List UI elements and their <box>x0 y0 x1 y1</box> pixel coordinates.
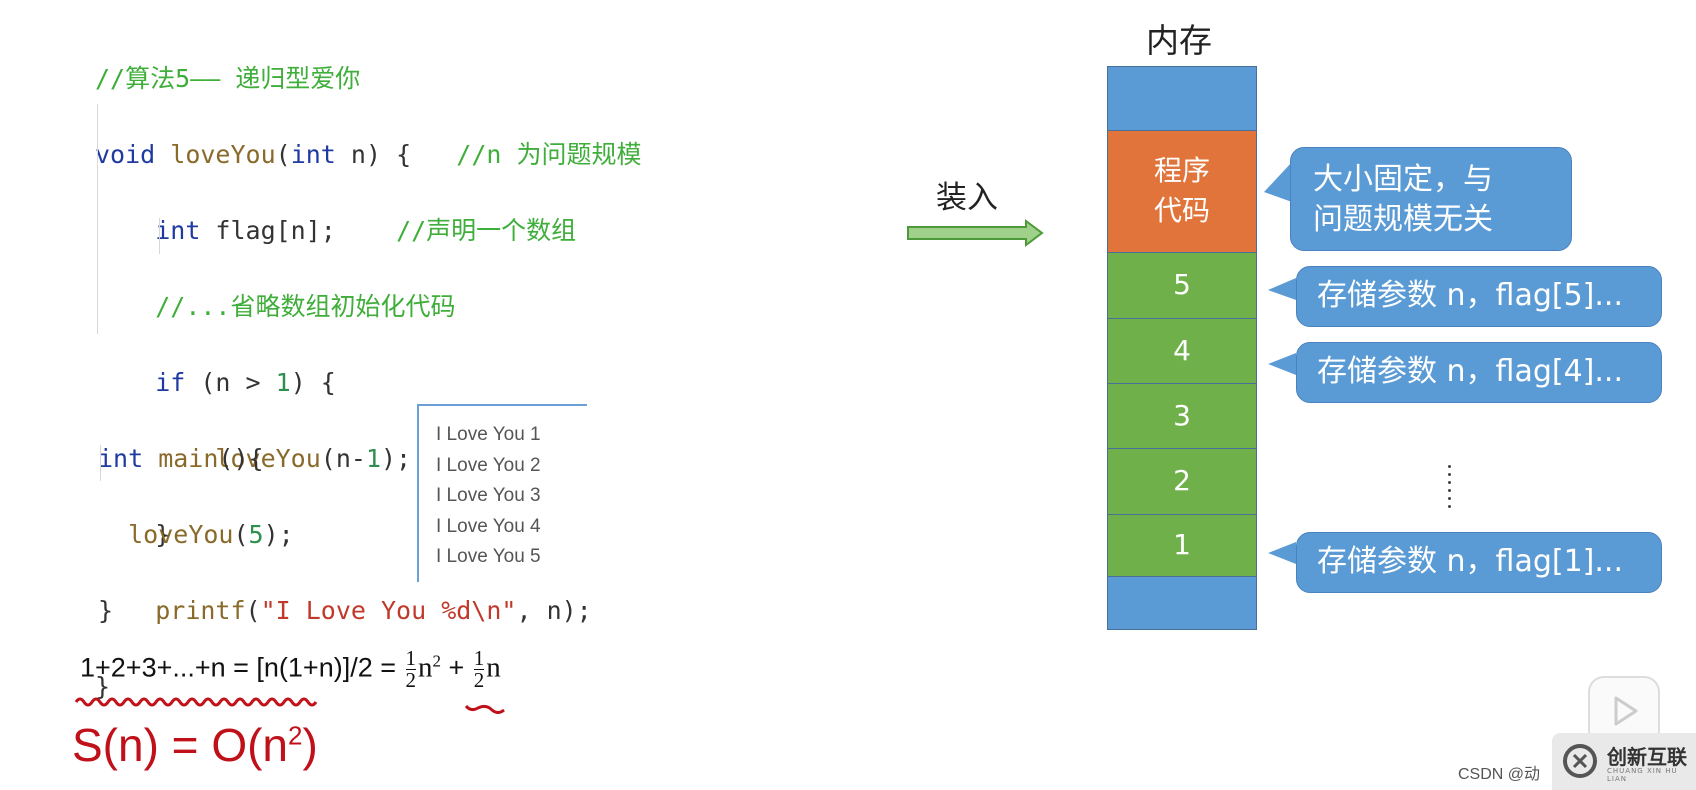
code-line-4: if (n > 1) { <box>155 368 336 397</box>
main-line-1: int main(){ <box>98 444 264 473</box>
sum-text: 1+2+3+...+n = [n(1+n)]/2 = <box>80 652 404 683</box>
callout-fixed-size: 大小固定，与 问题规模无关 <box>1290 147 1572 251</box>
space-complexity: S(n) = O(n2) <box>72 719 318 771</box>
play-icon <box>1614 696 1638 726</box>
code-line-6: } <box>155 520 171 549</box>
stack-frame-1: 1 <box>1107 515 1257 577</box>
memory-title: 内存 <box>1146 21 1212 60</box>
main-indent-guide <box>100 445 101 481</box>
callout-tails <box>1264 162 1296 564</box>
stack-frame-2: 2 <box>1107 449 1257 515</box>
code-line-3: //...省略数组初始化代码 <box>155 292 456 321</box>
brand-logo-icon <box>1563 744 1597 778</box>
callout-frame-5: 存储参数 n，flag[5]... <box>1296 266 1662 327</box>
csdn-watermark: CSDN @动 <box>1458 766 1541 783</box>
output-line: I Love You 5 <box>436 546 541 567</box>
code-line-5: loveYou(n-1); <box>215 444 412 473</box>
output-line: I Love You 4 <box>436 515 541 537</box>
code-line-8: } <box>95 672 111 701</box>
code-line-7: printf("I Love You %d\n", n); <box>155 596 592 625</box>
console-output: I Love You 1 I Love You 2 I Love You 3 I… <box>417 404 587 582</box>
load-arrow-icon <box>907 219 1044 247</box>
memory-bottom-free <box>1107 577 1257 630</box>
callout-frame-4: 存储参数 n，flag[4]... <box>1296 342 1662 403</box>
indent-guide-inner <box>159 218 160 254</box>
code-line-1: void loveYou(int n) { //n 为问题规模 <box>95 140 642 169</box>
program-code-cell: 程序代码 <box>1107 131 1257 253</box>
output-line: I Love You 3 <box>436 485 541 506</box>
code-line-2: int flag[n]; //声明一个数组 <box>155 216 577 245</box>
memory-top-free <box>1107 66 1257 131</box>
indent-guide <box>97 104 98 334</box>
stack-frame-3: 3 <box>1107 384 1257 449</box>
code-comment-title: //算法5—— 递归型爱你 <box>95 64 361 93</box>
memory-column: 程序代码 5 4 3 2 1 <box>1107 66 1257 630</box>
output-line: I Love You 2 <box>436 454 541 476</box>
brand-watermark: 创新互联 CHUANG XIN HU LIAN <box>1552 733 1696 790</box>
output-line: I Love You 1 <box>436 424 541 445</box>
n-linear: n <box>486 651 501 684</box>
load-label: 装入 <box>936 180 998 216</box>
main-block: int main(){ loveYou(5); } <box>98 402 294 668</box>
n-squared: n <box>418 651 433 684</box>
main-line-2: loveYou(5); <box>128 520 294 549</box>
callout-frame-1: 存储参数 n，flag[1]... <box>1296 532 1662 593</box>
ellipsis-dots <box>1448 465 1451 513</box>
stack-frame-5: 5 <box>1107 253 1257 319</box>
code-block: //算法5—— 递归型爱你 void loveYou(int n) { //n … <box>95 22 642 744</box>
stack-frame-4: 4 <box>1107 319 1257 384</box>
red-underline-annotation <box>74 697 505 714</box>
main-line-3: } <box>98 596 114 625</box>
